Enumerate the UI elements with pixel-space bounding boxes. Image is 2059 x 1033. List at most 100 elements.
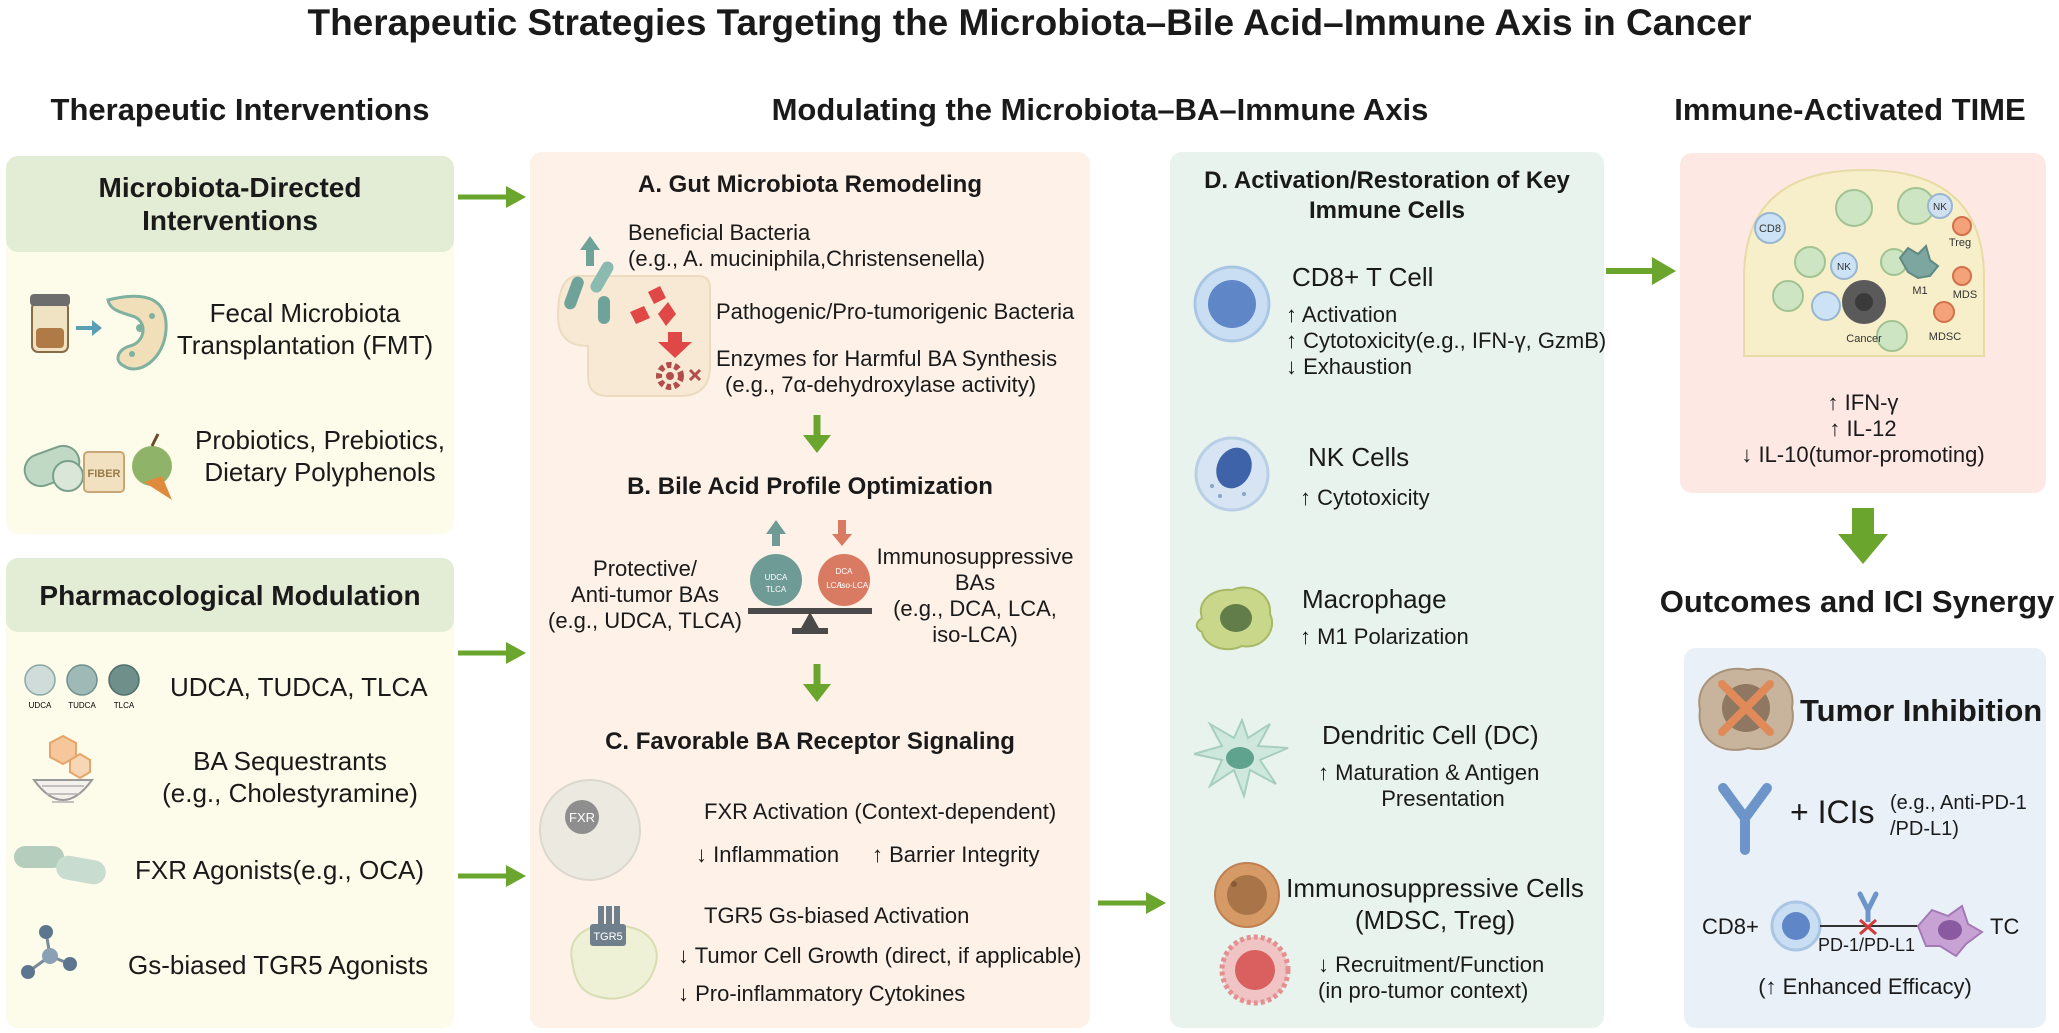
mdsc-cell-icon: [1214, 862, 1280, 928]
fiber-label: FIBER: [88, 468, 121, 480]
sequestrant-icon: [32, 734, 94, 803]
main-title: Therapeutic Strategies Targeting the Mic…: [307, 2, 1752, 43]
fmt-icon: [30, 294, 168, 371]
c-cytokines: ↓ Pro-inflammatory Cytokines: [678, 981, 966, 1006]
fmt-line2: Transplantation (FMT): [176, 330, 434, 360]
synergy-tc-label: TC: [1990, 914, 2020, 939]
time-mds-label: MDS: [1953, 289, 1977, 301]
arrow-microbiota-to-a: [458, 186, 526, 208]
arrow-time-to-outcomes: [1838, 508, 1888, 564]
pd1-pdl1-label: PD-1/PD-L1: [1818, 935, 1916, 955]
time-treg-label: Treg: [1949, 237, 1971, 249]
section-d-title-line2: Immune Cells: [1308, 197, 1466, 224]
column-title-interventions: Therapeutic Interventions: [50, 92, 430, 127]
synergy-cd8-label: CD8+: [1702, 914, 1759, 939]
suppressive-title-line2: (MDSC, Treg): [1354, 905, 1516, 935]
time-il12: ↑ IL-12: [1829, 416, 1897, 441]
column-title-time: Immune-Activated TIME: [1674, 92, 2026, 127]
sequestrant-line1: BA Sequestrants: [193, 746, 387, 776]
fxr-receptor-label: FXR: [569, 810, 595, 825]
probiotics-line2: Dietary Polyphenols: [204, 457, 436, 487]
tgr5-agonist-icon: [21, 925, 77, 979]
fxr-agonist-text: FXR Agonists(e.g., OCA): [135, 855, 424, 885]
microbiota-header-text: Microbiota-Directed Interventions: [98, 172, 362, 236]
treg-cell-icon: [1219, 934, 1291, 1006]
ball-udca-label: UDCA: [765, 573, 788, 582]
nk-line1: ↑ Cytotoxicity: [1300, 485, 1430, 510]
b-protective-line3: (e.g., UDCA, TLCA): [548, 608, 742, 633]
icon-tudca-label: TUDCA: [68, 701, 96, 710]
gut-microbiota-icon: [556, 236, 711, 397]
ball-isolca-label: iso-LCA: [840, 581, 869, 590]
suppressive-title-line1: Immunosuppressive Cells: [1286, 873, 1584, 903]
arrow-b-to-c: [803, 664, 831, 702]
section-b-title: B. Bile Acid Profile Optimization: [627, 473, 993, 500]
arrow-pharma-to-b: [458, 642, 526, 664]
fxr-agonist-icon: [14, 846, 106, 885]
tgr5-receptor-icon: TGR5: [570, 906, 658, 1000]
b-protective-line2: Anti-tumor BAs: [571, 582, 719, 607]
macrophage-title: Macrophage: [1302, 584, 1447, 614]
b-immuno-line4: iso-LCA): [932, 622, 1018, 647]
cd8-line3: ↓ Exhaustion: [1286, 354, 1412, 379]
suppressive-line1: ↓ Recruitment/Function: [1318, 952, 1545, 977]
enhanced-efficacy: (↑ Enhanced Efficacy): [1758, 974, 1972, 999]
tumor-microenvironment-icon: CD8 NK NK Treg M1 MDS MDSC Cancer: [1743, 168, 1985, 357]
section-c-title: C. Favorable BA Receptor Signaling: [605, 728, 1015, 755]
antibody-icon: [1718, 783, 1772, 855]
tumor-inhibition-icon: [1698, 667, 1794, 751]
suppressive-line2: (in pro-tumor context): [1318, 978, 1529, 1003]
b-protective-line1: Protective/: [593, 556, 697, 581]
time-m1-label: M1: [1912, 285, 1927, 297]
udca-icons: UDCA TUDCA TLCA: [24, 664, 140, 710]
tumor-inhibition-text: Tumor Inhibition: [1800, 693, 2043, 728]
time-ifn: ↑ IFN-γ: [1827, 390, 1899, 415]
time-cancer-label: Cancer: [1846, 333, 1882, 345]
probiotics-line1: Probiotics, Prebiotics,: [195, 425, 445, 455]
b-immuno-line1: Immunosuppressive: [876, 544, 1074, 569]
arrow-pharma-to-c: [458, 865, 526, 887]
cd8-line2: ↑ Cytotoxicity(e.g., IFN-γ, GzmB): [1286, 328, 1607, 353]
ici-text: + ICIs: [1790, 794, 1875, 830]
time-il10: ↓ IL-10(tumor-promoting): [1741, 442, 1985, 467]
outcomes-title: Outcomes and ICI Synergy: [1659, 584, 2055, 619]
fxr-receptor-icon: FXR: [539, 779, 641, 881]
section-a-title: A. Gut Microbiota Remodeling: [637, 171, 982, 198]
nk-cell-icon: [1194, 436, 1270, 512]
pd1-blockade-diagram: [1770, 891, 1984, 958]
a-beneficial-line1: Beneficial Bacteria: [628, 220, 811, 245]
pharma-header: Pharmacological Modulation: [6, 558, 454, 632]
time-cd8-label: CD8: [1759, 223, 1781, 235]
column-title-modulating: Modulating the Microbiota–BA–Immune Axis: [771, 92, 1429, 127]
time-mdsc-label: MDSC: [1929, 331, 1961, 343]
c-tgr5-activation: TGR5 Gs-biased Activation: [704, 903, 970, 928]
a-pathogenic: Pathogenic/Pro-tumorigenic Bacteria: [716, 299, 1075, 324]
ici-eg-line2: /PD-L1): [1890, 818, 1959, 840]
a-enzymes-line1: Enzymes for Harmful BA Synthesis: [716, 346, 1058, 371]
dendritic-cell-icon: [1193, 717, 1289, 800]
dc-title: Dendritic Cell (DC): [1322, 720, 1539, 750]
ball-dca-label: DCA: [836, 567, 854, 576]
macrophage-icon: [1195, 586, 1273, 651]
c-fxr-activation: FXR Activation (Context-dependent): [704, 799, 1057, 824]
bile-acid-balance-icon: UDCA TLCA DCA LCA iso-LCA: [748, 520, 872, 634]
ball-tlca-label: TLCA: [766, 585, 787, 594]
arrow-a-to-b: [803, 415, 831, 453]
time-nk-label2: NK: [1837, 262, 1851, 273]
tgr5-receptor-label: TGR5: [593, 931, 622, 943]
b-immuno-line3: (e.g., DCA, LCA,: [893, 596, 1057, 621]
section-d-title-line1: D. Activation/Restoration of Key: [1204, 167, 1570, 194]
macrophage-line1: ↑ M1 Polarization: [1300, 624, 1469, 649]
pharma-header-text: Pharmacological Modulation: [39, 579, 421, 611]
nk-title: NK Cells: [1308, 442, 1410, 472]
ici-eg-line1: (e.g., Anti-PD-1: [1890, 792, 2027, 814]
udca-text: UDCA, TUDCA, TLCA: [170, 672, 428, 702]
c-barrier: ↑ Barrier Integrity: [872, 842, 1040, 867]
arrow-d-to-time: [1606, 257, 1676, 285]
dc-line1: ↑ Maturation & Antigen: [1318, 760, 1540, 785]
dc-line2: Presentation: [1381, 786, 1505, 811]
tgr5-agonist-text: Gs-biased TGR5 Agonists: [128, 950, 429, 980]
fmt-line1: Fecal Microbiota: [209, 298, 401, 328]
probiotics-icon: FIBER: [23, 433, 172, 500]
b-immuno-line2: BAs: [954, 570, 996, 595]
